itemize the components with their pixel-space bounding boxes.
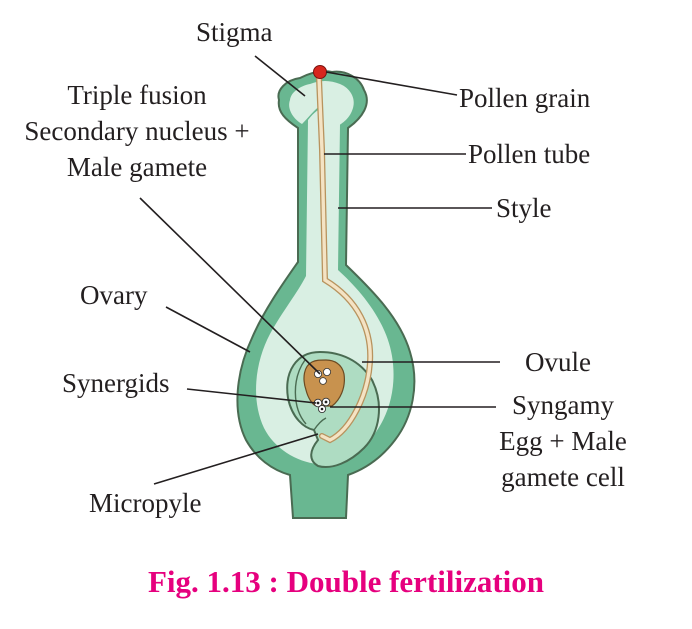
egg-apparatus	[313, 397, 331, 414]
leader-micropyle	[153, 433, 319, 485]
label-syngamy: Syngamy	[512, 390, 615, 420]
label-triple-fusion: Triple fusion	[67, 80, 207, 110]
label-micropyle: Micropyle	[89, 488, 201, 518]
micropyle-notch	[313, 417, 327, 431]
label-stigma: Stigma	[196, 17, 273, 47]
figure-caption: Fig. 1.13 : Double fertilization	[148, 564, 544, 599]
leader-synergids	[186, 388, 317, 404]
integument	[294, 359, 307, 425]
leader-stigma	[254, 55, 306, 97]
label-egg-male: Egg + Male	[499, 426, 627, 456]
label-male-gamete: Male gamete	[67, 152, 207, 182]
label-ovule: Ovule	[525, 347, 591, 377]
label-pollen-tube: Pollen tube	[468, 139, 590, 169]
label-secondary-nucleus: Secondary nucleus +	[24, 116, 249, 146]
label-pollen-grain: Pollen grain	[459, 83, 591, 113]
pollen-grain	[313, 65, 327, 79]
leader-triple-fusion	[139, 197, 321, 375]
leader-ovary	[165, 306, 251, 353]
leader-pollen-grain	[325, 71, 458, 96]
label-gamete-cell: gamete cell	[501, 462, 625, 492]
label-synergids: Synergids	[62, 368, 170, 398]
label-style: Style	[496, 193, 552, 223]
secondary-nucleus	[313, 367, 331, 385]
label-ovary: Ovary	[80, 280, 148, 310]
